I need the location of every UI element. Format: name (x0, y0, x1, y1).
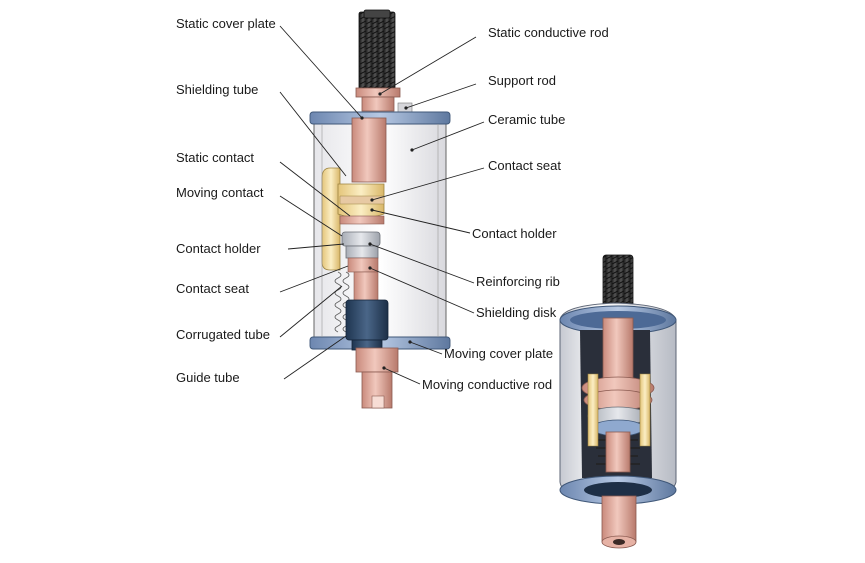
label-static-contact: Static contact (176, 150, 254, 165)
label-moving-cover-plate: Moving cover plate (444, 346, 553, 361)
label-contact-holder-right: Contact holder (472, 226, 557, 241)
label-moving-contact: Moving contact (176, 185, 264, 200)
leader-lines (279, 25, 485, 385)
label-support-rod: Support rod (488, 73, 556, 88)
static-rod-inner (351, 117, 387, 183)
label-reinforcing-rib: Reinforcing rib (476, 274, 560, 289)
cutaway-3d-view (559, 254, 677, 549)
labels-right: Static conductive rod Support rod Cerami… (422, 25, 609, 392)
label-guide-tube: Guide tube (176, 370, 240, 385)
label-ceramic-tube: Ceramic tube (488, 112, 565, 127)
support-rod-collar (355, 87, 401, 98)
label-moving-conductive-rod: Moving conductive rod (422, 377, 552, 392)
label-contact-seat-right: Contact seat (488, 158, 561, 173)
section-view (309, 9, 451, 409)
shielding-tube-shape (321, 167, 341, 271)
label-static-conductive-rod: Static conductive rod (488, 25, 609, 40)
guide-tube-shape (345, 299, 389, 341)
label-contact-holder-left: Contact holder (176, 241, 261, 256)
label-contact-seat-left: Contact seat (176, 281, 249, 296)
label-shielding-tube: Shielding tube (176, 82, 258, 97)
label-static-cover-plate: Static cover plate (176, 16, 276, 31)
static-rod-thread (358, 11, 396, 91)
moving-rod-shape (355, 347, 399, 373)
label-shielding-disk: Shielding disk (476, 305, 557, 320)
label-corrugated-tube: Corrugated tube (176, 327, 270, 342)
labels-left: Static cover plate Shielding tube Static… (176, 16, 276, 385)
